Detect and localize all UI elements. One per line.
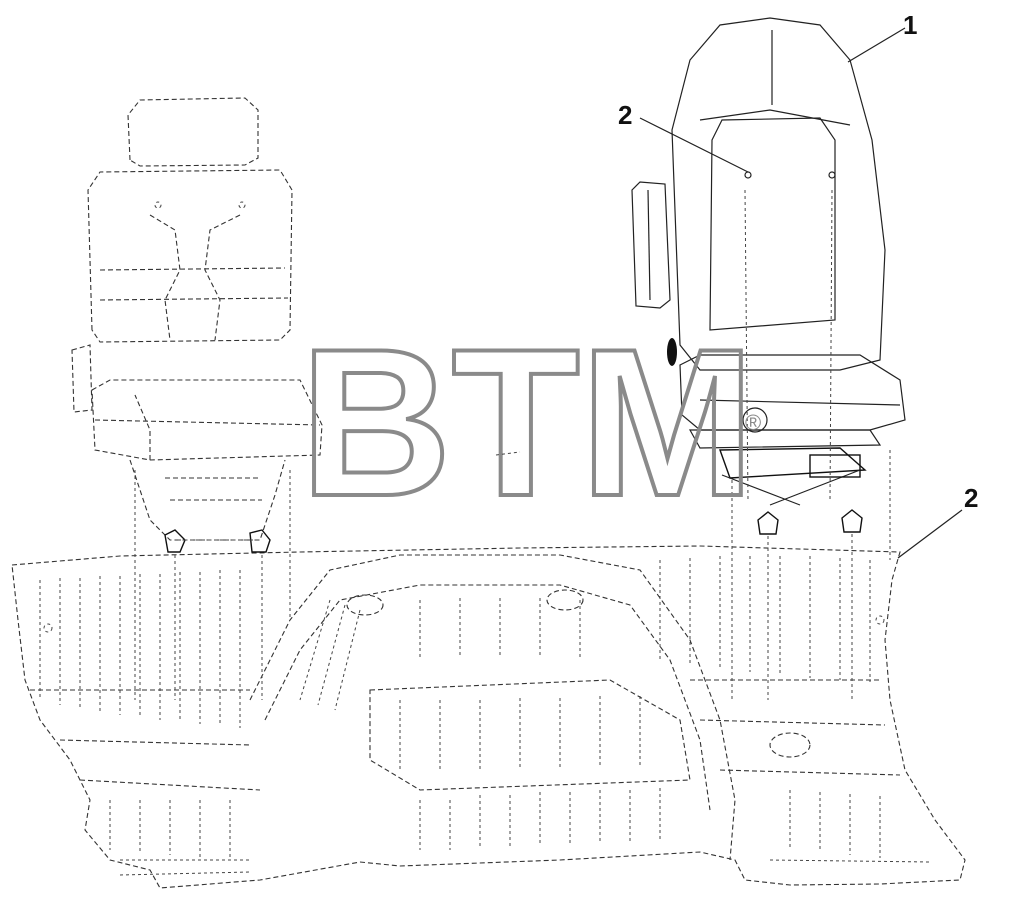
watermark-registered-mark: ® (745, 410, 761, 435)
driver-seat (631, 17, 906, 700)
callout-2-mount-bolt: 2 (618, 100, 632, 130)
watermark-text: BTM (300, 305, 755, 540)
passenger-seat (71, 97, 323, 700)
btm-watermark: BTM ® (298, 303, 761, 542)
callouts: 1 2 2 (618, 10, 978, 559)
floor-pan (11, 545, 966, 889)
callout-1-seat: 1 (903, 10, 917, 40)
stray-mark (495, 451, 521, 456)
callout-2-floor-mount: 2 (964, 483, 978, 513)
